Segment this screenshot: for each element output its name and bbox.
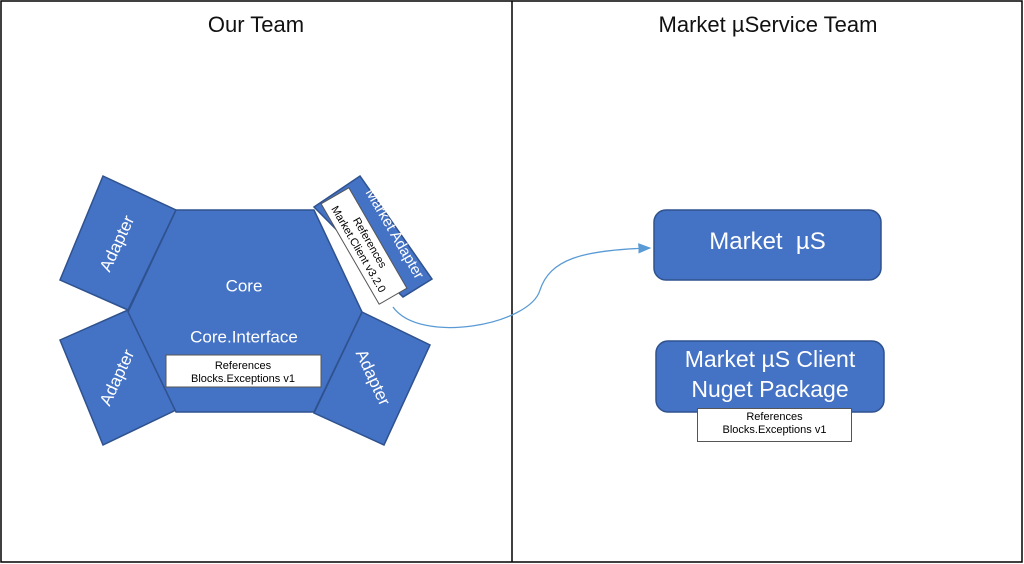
core-ref-line2: Blocks.Exceptions v1 — [191, 373, 295, 385]
market-client-title: Market µS Client Nuget Package — [656, 344, 884, 404]
left-panel-title: Our Team — [207, 12, 305, 37]
market-service-title: Market µS — [709, 228, 826, 255]
market-client-ref-line1: References — [746, 411, 803, 423]
adapter-top-left[interactable]: Adapter — [59, 174, 178, 311]
core-interface-label: Core.Interface — [190, 327, 298, 346]
market-client-references-note: References Blocks.Exceptions v1 — [697, 408, 852, 442]
core-references-note: References Blocks.Exceptions v1 — [165, 354, 322, 388]
market-client-title-line2: Nuget Package — [691, 376, 849, 402]
right-panel-title: Market µService Team — [658, 12, 878, 37]
market-client-title-line1: Market µS Client — [684, 346, 856, 372]
adapter-bottom-right[interactable]: Adapter — [312, 310, 431, 446]
market-service-box[interactable] — [653, 209, 882, 281]
adapter-bottom-left[interactable]: Adapter — [59, 309, 178, 447]
core-ref-line1: References — [215, 360, 272, 372]
market-client-ref-line2: Blocks.Exceptions v1 — [722, 424, 827, 436]
connector-arrow — [392, 243, 652, 329]
core-title: Core — [226, 276, 263, 295]
